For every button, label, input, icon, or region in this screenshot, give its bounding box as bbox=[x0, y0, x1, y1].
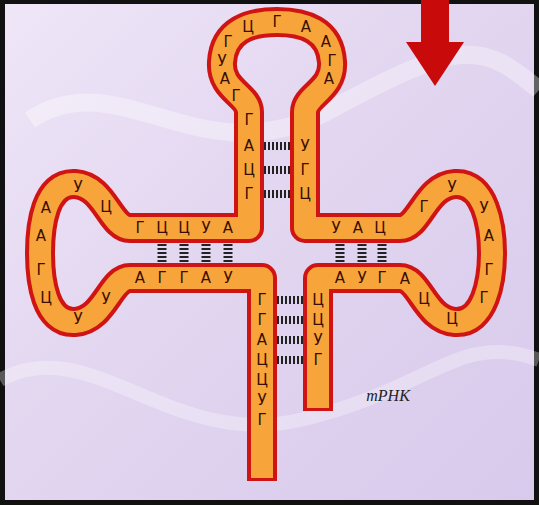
base-pair-rung bbox=[264, 142, 290, 150]
nucleotide-letter: Г bbox=[484, 263, 493, 278]
nucleotide-letter: Г bbox=[257, 413, 266, 428]
nucleotide-letter: Г bbox=[157, 271, 166, 286]
nucleotide-letter: У bbox=[73, 312, 82, 327]
nucleotide-letter: Г bbox=[272, 15, 281, 30]
nucleotide-letter: У bbox=[217, 54, 226, 69]
nucleotide-letter: У bbox=[101, 292, 110, 307]
nucleotide-letter: Г bbox=[313, 353, 322, 368]
nucleotide-letter: А bbox=[201, 271, 211, 286]
nucleotide-letter: Ц bbox=[374, 221, 386, 236]
nucleotide-letter: Ц bbox=[242, 20, 254, 35]
nucleotide-letter: У bbox=[479, 201, 488, 216]
nucleotide-letter: Ц bbox=[256, 353, 268, 368]
backbone-fill bbox=[40, 22, 492, 478]
base-pair-rung bbox=[277, 336, 303, 344]
nucleotide-letter: Ц bbox=[418, 292, 430, 307]
base-pair-rung bbox=[158, 244, 167, 263]
nucleotide-letter: Ц bbox=[156, 221, 168, 236]
nucleotide-letter: А bbox=[321, 35, 331, 50]
nucleotide-letter: Г bbox=[479, 291, 488, 306]
base-pair-rung bbox=[336, 244, 345, 263]
nucleotide-letter: А bbox=[324, 72, 334, 87]
nucleotide-letter: А bbox=[36, 229, 46, 244]
pointer-arrow bbox=[406, 0, 464, 86]
nucleotide-letter: А bbox=[353, 221, 363, 236]
nucleotide-letter: А bbox=[335, 271, 345, 286]
nucleotide-letter: А bbox=[220, 72, 230, 87]
nucleotide-letter: Г bbox=[244, 113, 253, 128]
nucleotide-letter: Г bbox=[327, 54, 336, 69]
nucleotide-letter: У bbox=[257, 393, 266, 408]
nucleotide-letter: Ц bbox=[446, 312, 458, 327]
nucleotide-letter: У bbox=[223, 271, 232, 286]
nucleotide-letter: Ц bbox=[312, 313, 324, 328]
nucleotide-letter: Ц bbox=[256, 373, 268, 388]
base-pair-rung bbox=[264, 190, 290, 198]
base-pair-rung bbox=[277, 296, 303, 304]
nucleotide-letter: А bbox=[223, 221, 233, 236]
background-swirl bbox=[30, 55, 539, 133]
backbone-outline bbox=[40, 22, 492, 481]
nucleotide-letter: А bbox=[257, 333, 267, 348]
nucleotide-letter: У bbox=[73, 180, 82, 195]
nucleotide-letter: Г bbox=[135, 221, 144, 236]
nucleotide-letter: У bbox=[201, 221, 210, 236]
base-pair-rung bbox=[358, 244, 367, 263]
nucleotide-letter: А bbox=[41, 201, 51, 216]
base-pair-rung bbox=[202, 244, 211, 263]
nucleotide-letter: А bbox=[484, 229, 494, 244]
nucleotide-letter: А bbox=[244, 139, 254, 154]
nucleotide-letter: Г bbox=[300, 163, 309, 178]
nucleotide-letter: Г bbox=[419, 200, 428, 215]
base-pair-rung bbox=[264, 166, 290, 174]
base-pair-rung bbox=[180, 244, 189, 263]
nucleotide-letter: Г bbox=[244, 187, 253, 202]
nucleotide-letter: У bbox=[331, 221, 340, 236]
nucleotide-letter: У bbox=[313, 333, 322, 348]
nucleotide-letter: Г bbox=[377, 271, 386, 286]
nucleotide-letter: Г bbox=[257, 293, 266, 308]
base-pairs bbox=[162, 146, 382, 360]
nucleotide-letter: У bbox=[357, 271, 366, 286]
molecule-label: тРНК bbox=[366, 388, 410, 404]
nucleotide-letter: Г bbox=[179, 271, 188, 286]
base-pair-rung bbox=[378, 244, 387, 263]
nucleotide-letter: Ц bbox=[312, 293, 324, 308]
nucleotide-letter: Ц bbox=[178, 221, 190, 236]
nucleotide-letter: У bbox=[300, 139, 309, 154]
nucleotide-letter: Г bbox=[257, 313, 266, 328]
nucleotide-letter: Ц bbox=[100, 200, 112, 215]
nucleotide-letter: Г bbox=[231, 89, 240, 104]
nucleotide-letter: Г bbox=[223, 35, 232, 50]
nucleotide-letter: Ц bbox=[40, 291, 52, 306]
base-pair-rung bbox=[277, 356, 303, 364]
nucleotide-letter: А bbox=[135, 271, 145, 286]
nucleotide-letter: Ц bbox=[299, 187, 311, 202]
nucleotide-letter: У bbox=[447, 180, 456, 195]
nucleotide-letter: Г bbox=[36, 263, 45, 278]
base-pair-rung bbox=[224, 244, 233, 263]
nucleotide-letter: А bbox=[301, 20, 311, 35]
nucleotide-letter: Ц bbox=[243, 163, 255, 178]
nucleotide-letter: А bbox=[400, 272, 410, 287]
base-pair-rung bbox=[277, 316, 303, 324]
